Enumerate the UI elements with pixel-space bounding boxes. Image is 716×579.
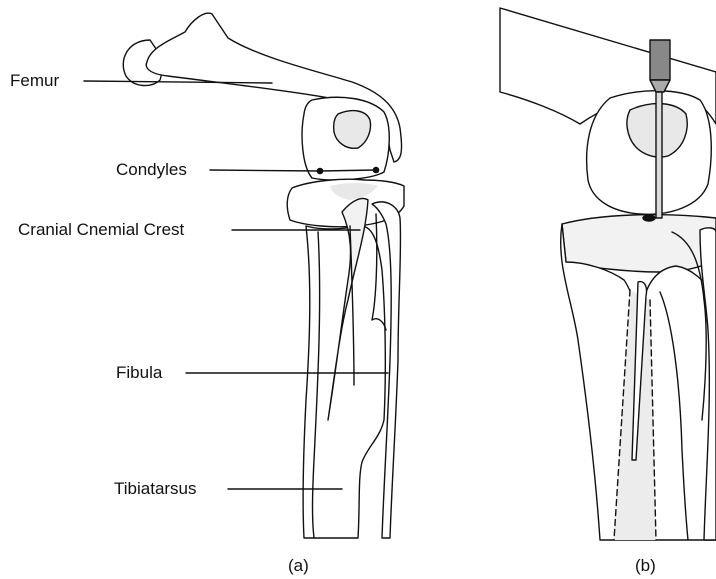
condyle-point-b [373,167,378,172]
tibiotarsus [303,226,385,538]
needle-entry-point [643,215,655,221]
needle-hub [650,40,670,80]
panel-b-label: (b) [635,557,656,574]
patella-facet [334,111,371,149]
condyles-axis [320,170,376,171]
condyles-label: Condyles [116,161,187,178]
needle-shaft [656,92,662,218]
tibiotarsus-label: Tibiatarsus [114,480,197,497]
condyles-leader [210,170,320,171]
panel-b [500,8,716,540]
crest-label: Cranial Cnemial Crest [18,221,184,238]
fibula-label: Fibula [116,364,162,381]
panel-a [84,13,404,538]
femur-label: Femur [10,72,59,89]
panel-a-label: (a) [288,557,309,574]
